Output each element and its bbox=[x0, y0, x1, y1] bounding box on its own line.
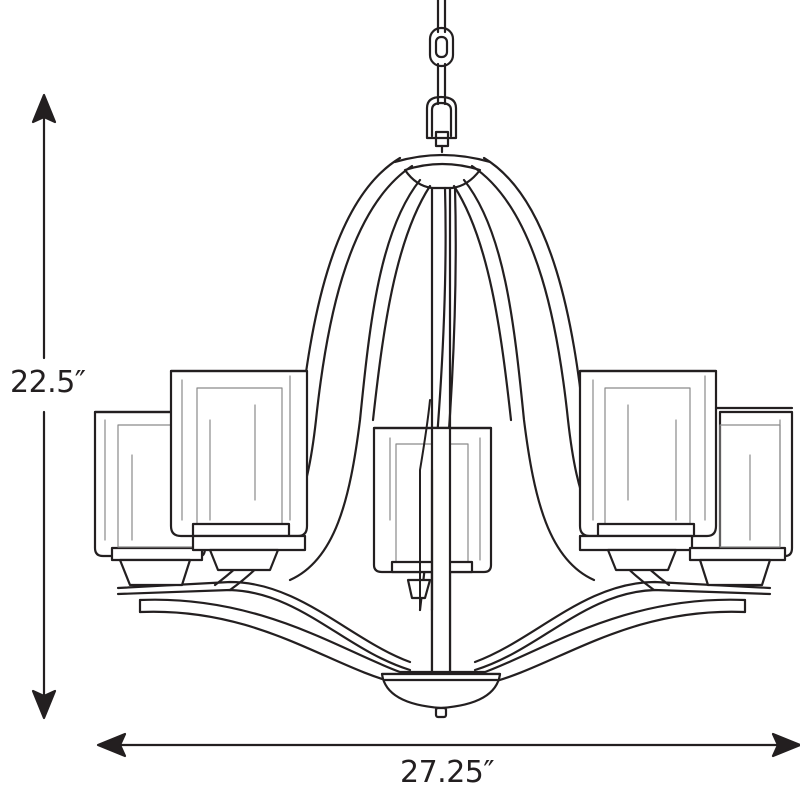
finial bbox=[434, 706, 448, 719]
height-dimension-label: 22.5″ bbox=[10, 364, 86, 402]
shackle bbox=[425, 95, 458, 154]
arrow-left-icon bbox=[96, 732, 127, 758]
center-stem-front bbox=[419, 399, 452, 674]
glass-shade-right bbox=[578, 369, 718, 572]
bottom-bowl bbox=[380, 672, 502, 710]
chain bbox=[428, 0, 455, 106]
glass-shade-left bbox=[169, 369, 309, 572]
width-dimension-label: 27.25″ bbox=[400, 755, 495, 790]
arrow-up-icon bbox=[31, 93, 57, 124]
arrow-down-icon bbox=[31, 689, 57, 720]
glass-shade-far-right bbox=[688, 406, 794, 587]
canopy-hub bbox=[393, 153, 492, 190]
arrow-right-icon bbox=[771, 732, 800, 758]
